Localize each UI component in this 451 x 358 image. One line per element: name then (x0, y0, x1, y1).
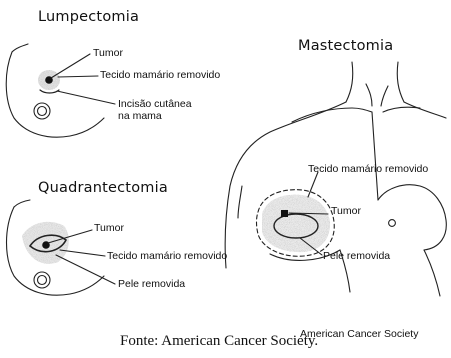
lumpectomy-tumor-leader (51, 54, 90, 78)
lumpectomy-tumor-label: Tumor (93, 48, 123, 59)
lumpectomy-chest-line (12, 44, 28, 52)
mastectomy-right-nipple (389, 220, 396, 227)
quadrantectomy-tissue-label: Tecido mamário removido (107, 251, 227, 262)
mastectomy-right-shoulder (404, 102, 446, 118)
quadrantectomy-areola (34, 272, 50, 288)
source-caption: Fonte: American Cancer Society. (120, 333, 318, 350)
quadrantectomy-breast (7, 200, 116, 295)
mastectomy-tumor-label: Tumor (331, 206, 361, 217)
quadrantectomy-skin-label: Pele removida (118, 279, 185, 290)
lumpectomy-incision-label-line2: na mama (118, 111, 162, 122)
quadrantectomy-title: Quadrantectomia (38, 180, 168, 196)
lumpectomy-incision (40, 90, 59, 93)
mastectomy-title: Mastectomia (298, 38, 393, 54)
lumpectomy-incision-label-line1: Incisão cutânea (118, 99, 192, 110)
mastectomy-clavicle-left (292, 108, 372, 122)
lumpectomy-nipple (38, 107, 47, 116)
lumpectomy-incision-leader (57, 91, 115, 104)
mastectomy-neck-right (397, 62, 404, 102)
lumpectomy-title: Lumpectomia (38, 9, 139, 25)
mastectomy-tissue-label: Tecido mamário removido (308, 164, 428, 175)
mastectomy-tumor (281, 210, 288, 217)
source-credit: American Cancer Society (300, 328, 418, 340)
lumpectomy-breast-outline (6, 52, 104, 137)
lumpectomy-tissue-label: Tecido mamário removido (100, 70, 220, 81)
lumpectomy-areola (34, 103, 50, 119)
quadrantectomy-tumor-label: Tumor (94, 223, 124, 234)
lumpectomy-tissue-leader (58, 76, 98, 77)
quadrantectomy-tissue-leader (60, 250, 105, 256)
mastectomy-right-breast (378, 185, 446, 250)
quadrantectomy-nipple (38, 276, 47, 285)
quadrantectomy-chest-line (14, 200, 30, 207)
mastectomy-neck-left (346, 62, 353, 102)
mastectomy-clavicle-right (383, 107, 420, 112)
mastectomy-skin-label: Pele removida (323, 251, 390, 262)
